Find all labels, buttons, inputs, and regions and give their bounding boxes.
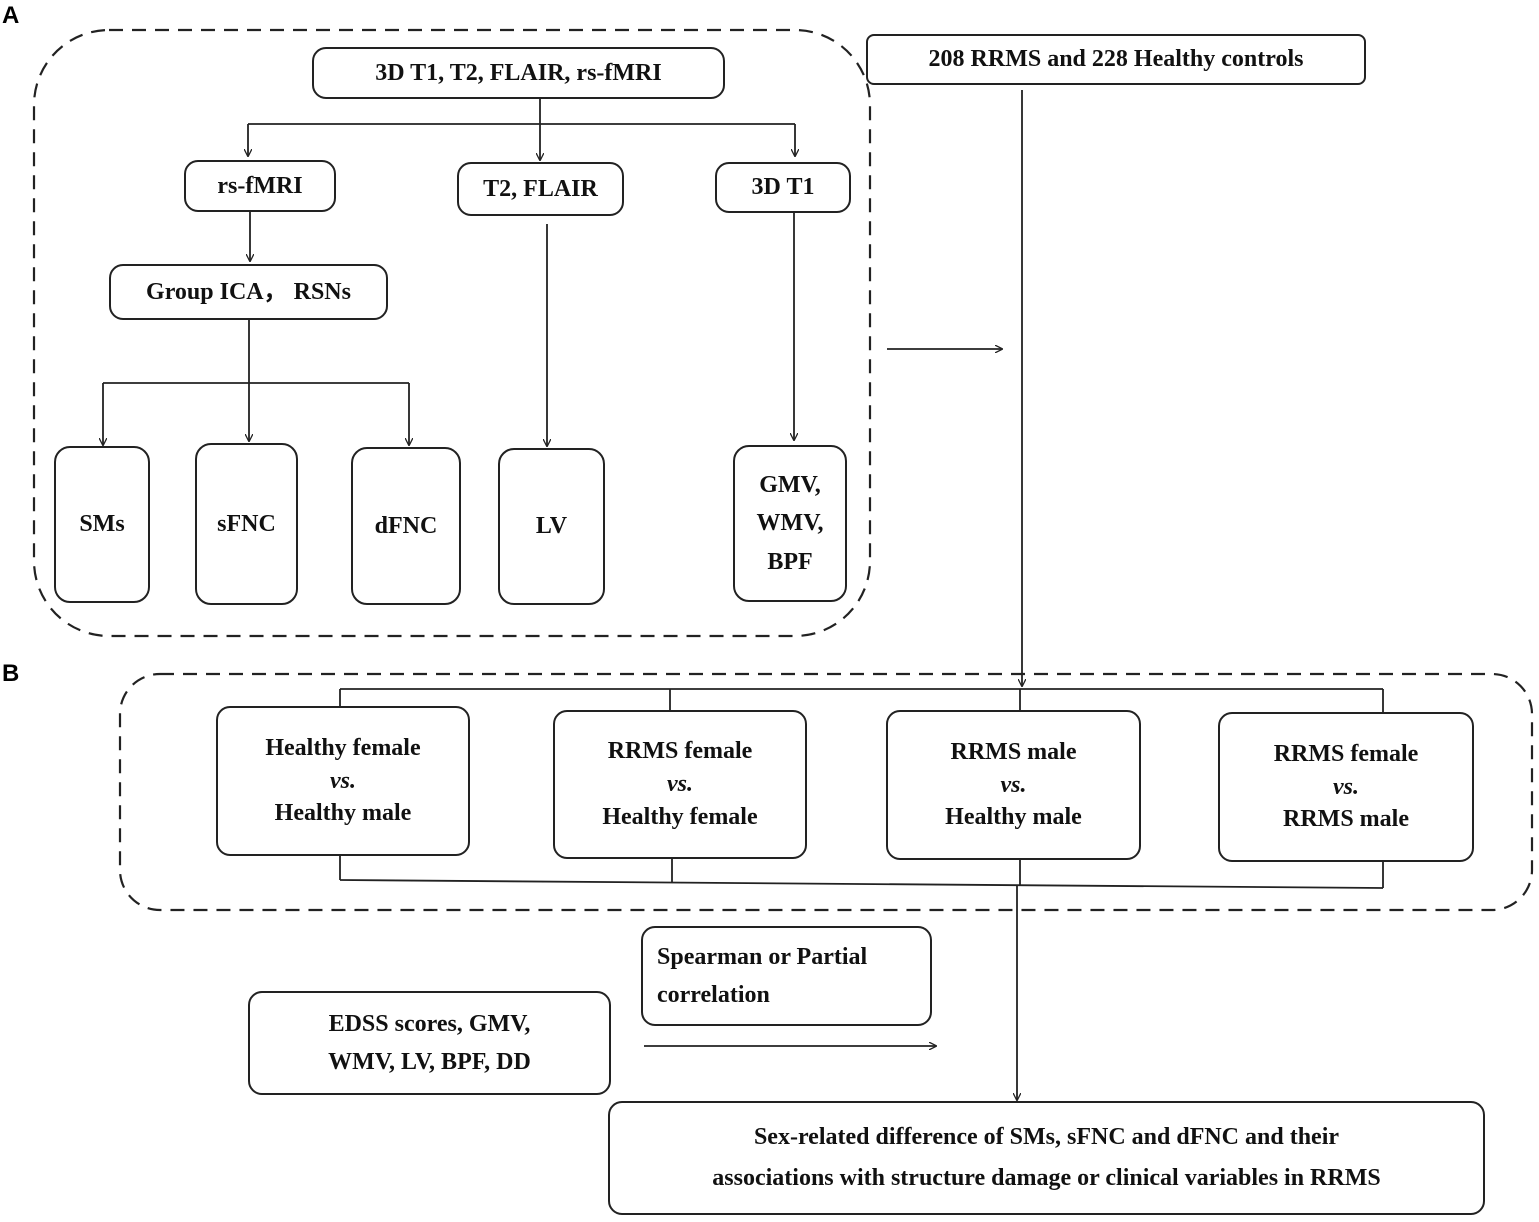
comparison-4-group-a: RRMS female: [1273, 740, 1419, 767]
subjects-box: 208 RRMS and 228 Healthy controls: [866, 34, 1366, 85]
comparison-4-vs: vs.: [1333, 773, 1359, 800]
comparison-box-2: RRMS female vs. Healthy female: [553, 710, 807, 859]
panel-label-a: A: [2, 2, 20, 29]
sms-box: SMs: [54, 446, 150, 603]
rs-fmri-label: rs-fMRI: [217, 172, 303, 199]
correlation-box: Spearman or Partial correlation: [641, 926, 932, 1026]
sfnc-box: sFNC: [195, 443, 298, 605]
comparison-1-group-a: Healthy female: [265, 734, 421, 761]
clinical-variables-box: EDSS scores, GMV, WMV, LV, BPF, DD: [248, 991, 611, 1095]
comparison-1-vs: vs.: [330, 767, 356, 794]
t1-box: 3D T1: [715, 162, 851, 213]
comparison-2-vs: vs.: [667, 771, 693, 798]
variables-line-1: EDSS scores, GMV,: [328, 1010, 531, 1037]
group-ica-box: Group ICA， RSNs: [109, 264, 388, 320]
subjects-label: 208 RRMS and 228 Healthy controls: [928, 46, 1304, 73]
result-box: Sex-related difference of SMs, sFNC and …: [608, 1101, 1485, 1215]
t2-flair-box: T2, FLAIR: [457, 162, 624, 216]
lv-box: LV: [498, 448, 605, 605]
correlation-line-2: correlation: [657, 982, 770, 1008]
t2-flair-label: T2, FLAIR: [483, 175, 598, 202]
panel-b-border: [118, 672, 1534, 912]
comparison-box-3: RRMS male vs. Healthy male: [886, 710, 1141, 860]
variables-line-2: WMV, LV, BPF, DD: [328, 1049, 531, 1075]
group-ica-label: Group ICA， RSNs: [146, 278, 351, 305]
lv-label: LV: [535, 513, 568, 540]
result-line-1: Sex-related difference of SMs, sFNC and …: [753, 1124, 1340, 1151]
comparison-1-group-b: Healthy male: [274, 800, 412, 827]
rs-fmri-box: rs-fMRI: [184, 160, 336, 212]
panel-label-b: B: [2, 660, 20, 687]
dfnc-box: dFNC: [351, 447, 461, 605]
comparison-3-vs: vs.: [1000, 771, 1027, 798]
result-line-2: associations with structure damage or cl…: [712, 1165, 1381, 1191]
dfnc-label: dFNC: [374, 512, 438, 539]
comparison-4-group-b: RRMS male: [1283, 806, 1409, 833]
wmv-label: WMV,: [756, 510, 824, 537]
gmv-label: GMV,: [759, 471, 821, 498]
comparison-2-group-a: RRMS female: [607, 738, 753, 765]
sfnc-label: sFNC: [217, 510, 276, 537]
comparison-box-1: Healthy female vs. Healthy male: [216, 706, 470, 856]
comparison-3-group-a: RRMS male: [950, 738, 1077, 765]
t1-label: 3D T1: [751, 174, 815, 201]
comparison-box-4: RRMS female vs. RRMS male: [1218, 712, 1474, 862]
sms-label: SMs: [79, 511, 125, 538]
structure-box: GMV, WMV, BPF: [733, 445, 847, 602]
bpf-label: BPF: [767, 548, 813, 575]
comparison-3-group-b: Healthy male: [945, 804, 1082, 831]
correlation-line-1: Spearman or Partial: [657, 943, 868, 970]
comparison-2-group-b: Healthy female: [602, 803, 758, 830]
mri-inputs-label: 3D T1, T2, FLAIR, rs-fMRI: [375, 59, 662, 86]
mri-inputs-box: 3D T1, T2, FLAIR, rs-fMRI: [312, 47, 725, 99]
